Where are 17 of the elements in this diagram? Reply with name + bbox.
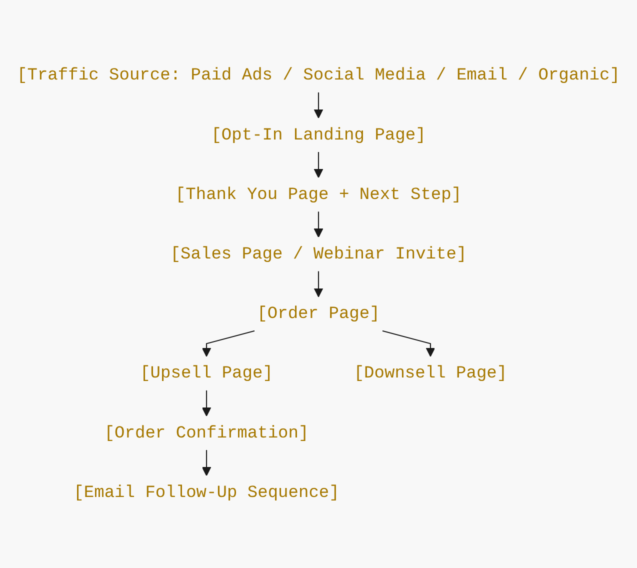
arrow <box>314 92 324 118</box>
node-text: [Sales Page / Webinar Invite] <box>170 244 467 264</box>
arrow <box>314 212 324 238</box>
arrow <box>314 152 324 178</box>
node-text: [Traffic Source: Paid Ads / Social Media / Email / Organic] <box>17 66 620 85</box>
node-text: [Upsell Page] <box>140 364 273 383</box>
arrow <box>382 330 436 357</box>
arrow <box>314 271 324 298</box>
arrow <box>202 390 212 416</box>
arrow <box>202 330 255 357</box>
node-text: [Email Follow-Up Sequence] <box>74 483 340 502</box>
node-text: [Order Page] <box>257 304 380 324</box>
node-text: [Downsell Page] <box>354 364 508 383</box>
arrow <box>202 450 212 476</box>
node-text: [Order Confirmation] <box>104 423 309 443</box>
node-text: [Opt-In Landing Page] <box>211 125 426 145</box>
node-text: [Thank You Page + Next Step] <box>175 185 462 204</box>
